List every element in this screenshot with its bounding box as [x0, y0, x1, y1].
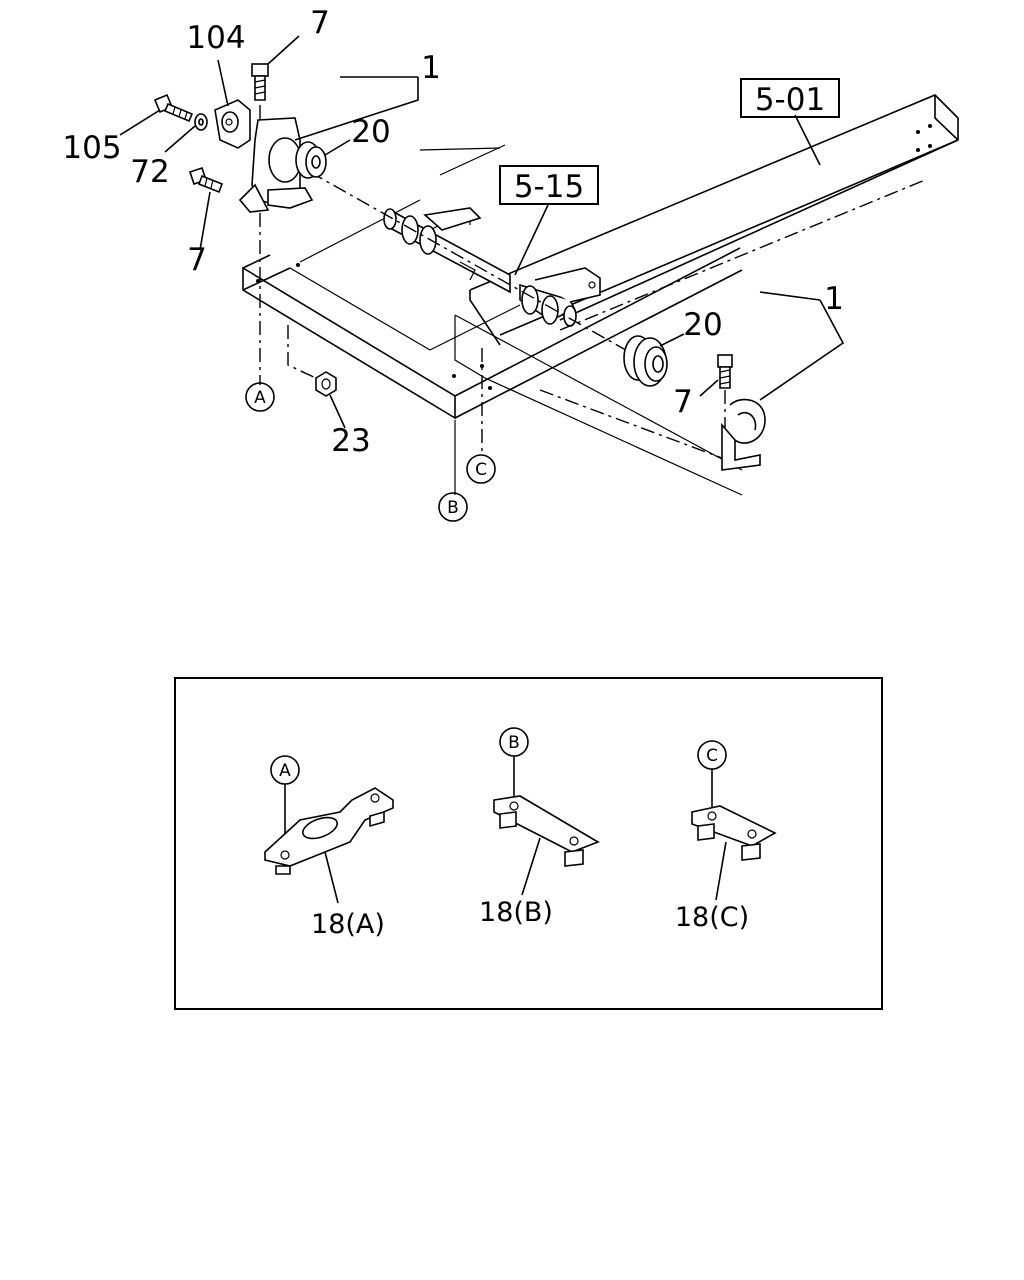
reference-5-15-text: 5-15 [514, 169, 584, 205]
inset-marker-c-text: C [706, 746, 718, 766]
marker-a-text: A [254, 388, 266, 408]
callout-1-right: 1 [824, 281, 844, 317]
callout-105: 105 [62, 130, 121, 166]
callout-7-left: 7 [187, 242, 207, 278]
callout-7-top: 7 [310, 5, 330, 41]
callout-104: 104 [186, 20, 245, 56]
bushing-right [623, 335, 668, 387]
crossmember-frame [242, 144, 743, 420]
inset-panel: A 18(A) B 18(B) C [174, 677, 883, 1010]
shaft-centerline [309, 171, 641, 359]
bolt-left [188, 166, 224, 194]
crossmember-tube [383, 207, 601, 327]
marker-b-text: B [447, 498, 459, 518]
inset-marker-b-text: B [508, 733, 520, 753]
part-18b: B 18(B) [479, 727, 600, 928]
callout-20-top: 20 [351, 114, 390, 150]
reference-box-5-15[interactable]: 5-15 [499, 165, 599, 205]
bolt-right [717, 354, 733, 440]
label-18c: 18(C) [675, 902, 749, 933]
bolt-top [251, 63, 269, 101]
callout-23: 23 [331, 423, 370, 459]
callout-20-right: 20 [683, 307, 722, 343]
main-assembly: 5-01 5-15 7 104 1 20 105 72 7 23 20 1 7 … [62, 5, 959, 522]
reference-box-5-01[interactable]: 5-01 [740, 78, 840, 118]
inset-marker-a-text: A [279, 761, 291, 781]
frame-rail [469, 94, 959, 346]
rail-centerline [559, 179, 926, 331]
label-18a: 18(A) [311, 909, 385, 940]
callout-labels: 7 104 1 20 105 72 7 23 20 1 7 [62, 5, 843, 459]
left-mount-bracket [214, 99, 327, 213]
marker-c-text: C [475, 460, 487, 480]
bottom-centerline [539, 389, 723, 459]
washer-72 [194, 113, 208, 131]
callout-1-top: 1 [421, 50, 441, 86]
callout-72: 72 [130, 154, 169, 190]
part-18c: C 18(C) [675, 740, 777, 933]
nut-23 [315, 371, 337, 397]
reference-5-01-text: 5-01 [755, 82, 825, 118]
callout-7-right: 7 [673, 384, 693, 420]
bolt-105 [153, 93, 194, 123]
marker-b: B [438, 492, 468, 522]
part-18a: A 18(A) [264, 755, 394, 940]
leader-lines [119, 35, 845, 429]
label-18b: 18(B) [479, 897, 553, 928]
marker-a: A [245, 382, 275, 412]
marker-c: C [466, 454, 496, 484]
right-mount-bracket [721, 398, 766, 471]
